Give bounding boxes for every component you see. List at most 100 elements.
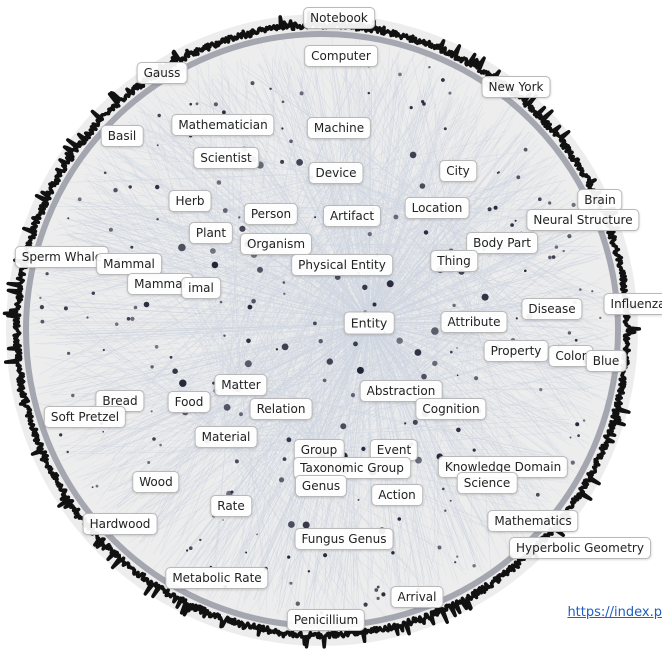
node-dot xyxy=(113,188,118,193)
node-dot xyxy=(409,151,417,159)
node-penicillium[interactable]: Penicillium xyxy=(286,609,366,631)
node-dot xyxy=(397,517,402,521)
node-arrival[interactable]: Arrival xyxy=(390,586,444,608)
source-link[interactable]: https://index.p xyxy=(565,605,662,620)
node-herb[interactable]: Herb xyxy=(168,190,212,212)
node-influenza[interactable]: Influenza xyxy=(603,293,662,315)
node-dot xyxy=(239,225,246,232)
node-organism[interactable]: Organism xyxy=(239,233,313,255)
node-property[interactable]: Property xyxy=(483,340,549,362)
node-dot xyxy=(143,301,150,308)
node-material[interactable]: Material xyxy=(194,426,258,448)
node-body-part[interactable]: Body Part xyxy=(466,232,538,254)
node-dot xyxy=(551,255,556,259)
node-dot xyxy=(472,564,476,568)
node-person[interactable]: Person xyxy=(243,203,299,225)
node-science[interactable]: Science xyxy=(456,472,518,494)
node-dot xyxy=(454,561,457,564)
node-dot xyxy=(374,588,379,592)
node-dot xyxy=(67,351,71,355)
node-dot xyxy=(404,422,407,425)
node-sperm-whale[interactable]: Sperm Whale xyxy=(14,246,110,268)
node-physical-entity[interactable]: Physical Entity xyxy=(291,254,393,276)
node-mathematics[interactable]: Mathematics xyxy=(487,510,579,532)
node-dot xyxy=(314,216,317,219)
node-dot xyxy=(372,302,377,307)
node-dot xyxy=(318,339,323,344)
node-metabolic-rate[interactable]: Metabolic Rate xyxy=(165,567,269,589)
node-dot xyxy=(169,355,173,359)
node-cognition[interactable]: Cognition xyxy=(415,398,487,420)
node-hyperbolic-geometry[interactable]: Hyperbolic Geometry xyxy=(509,537,651,559)
node-dot xyxy=(569,436,572,439)
node-mammal-2[interactable]: Mammal xyxy=(127,273,193,295)
node-wood[interactable]: Wood xyxy=(132,471,180,493)
node-computer[interactable]: Computer xyxy=(304,45,378,67)
node-dot xyxy=(361,446,366,451)
node-basil[interactable]: Basil xyxy=(100,125,144,147)
node-plant[interactable]: Plant xyxy=(188,222,234,244)
node-new-york[interactable]: New York xyxy=(481,76,551,98)
node-neural-structure[interactable]: Neural Structure xyxy=(526,209,640,231)
node-dot xyxy=(211,261,219,269)
node-soft-pretzel[interactable]: Soft Pretzel xyxy=(43,406,127,428)
node-dot xyxy=(396,337,403,344)
node-notebook[interactable]: Notebook xyxy=(303,7,375,29)
node-dot xyxy=(251,298,256,304)
node-dot xyxy=(40,319,45,324)
node-genus[interactable]: Genus xyxy=(294,475,348,497)
node-dot xyxy=(449,499,452,502)
node-dot xyxy=(452,303,456,308)
node-action[interactable]: Action xyxy=(371,484,423,506)
node-mammal-1[interactable]: Mammal xyxy=(96,253,162,275)
node-city[interactable]: City xyxy=(439,160,477,182)
node-color[interactable]: Color xyxy=(548,345,594,367)
node-hardwood[interactable]: Hardwood xyxy=(82,513,158,535)
node-dot xyxy=(539,388,543,392)
node-dot xyxy=(286,437,292,443)
node-scientist[interactable]: Scientist xyxy=(193,147,259,169)
node-dot xyxy=(71,393,75,398)
node-location[interactable]: Location xyxy=(404,197,470,219)
node-artifact[interactable]: Artifact xyxy=(322,205,382,227)
node-taxonomic-group[interactable]: Taxonomic Group xyxy=(293,457,411,479)
node-entity[interactable]: Entity xyxy=(343,311,395,335)
node-dot xyxy=(381,592,386,597)
node-dot xyxy=(353,341,358,347)
node-dot xyxy=(386,280,394,288)
node-group[interactable]: Group xyxy=(293,439,345,461)
node-abstraction[interactable]: Abstraction xyxy=(359,380,443,402)
node-mathematician[interactable]: Mathematician xyxy=(171,114,275,136)
node-matter[interactable]: Matter xyxy=(214,374,268,396)
node-event[interactable]: Event xyxy=(369,439,419,461)
node-relation[interactable]: Relation xyxy=(249,398,313,420)
node-disease[interactable]: Disease xyxy=(521,298,583,320)
node-dot xyxy=(150,410,153,413)
node-food[interactable]: Food xyxy=(167,391,211,413)
node-attribute[interactable]: Attribute xyxy=(440,311,508,333)
node-dot xyxy=(414,349,422,356)
node-dot xyxy=(548,255,552,260)
node-machine[interactable]: Machine xyxy=(306,117,372,139)
node-dot xyxy=(296,159,303,166)
node-dot xyxy=(442,487,445,491)
node-dot xyxy=(223,404,231,411)
node-dot xyxy=(115,322,119,326)
node-rate[interactable]: Rate xyxy=(210,495,252,517)
node-device[interactable]: Device xyxy=(308,162,364,184)
node-dot xyxy=(223,334,226,337)
node-fungus-genus[interactable]: Fungus Genus xyxy=(294,528,394,550)
node-animal[interactable]: imal xyxy=(181,277,221,299)
node-dot xyxy=(213,102,218,107)
node-thing[interactable]: Thing xyxy=(430,250,478,272)
node-brain[interactable]: Brain xyxy=(577,189,623,211)
node-dot xyxy=(295,601,300,606)
node-blue[interactable]: Blue xyxy=(585,350,627,372)
node-dot xyxy=(326,358,333,365)
node-dot xyxy=(367,232,372,237)
node-dot xyxy=(307,570,311,573)
node-dot xyxy=(216,180,222,185)
node-dot xyxy=(481,293,489,301)
node-gauss[interactable]: Gauss xyxy=(136,62,188,84)
node-dot xyxy=(154,345,159,349)
